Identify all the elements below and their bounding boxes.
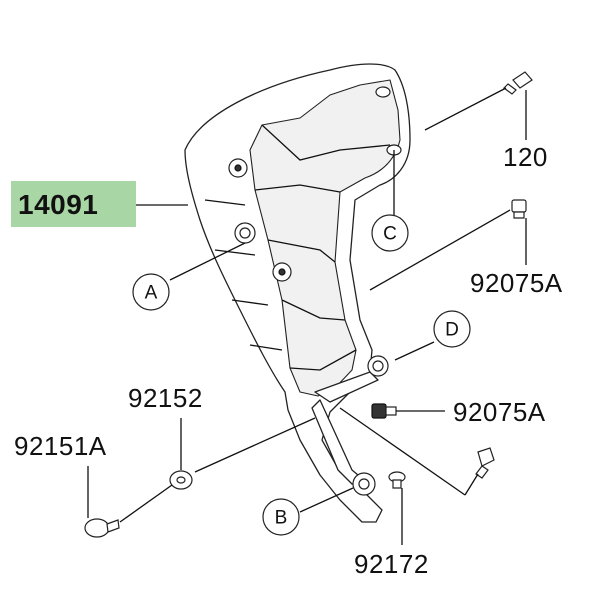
part-label-120: 120 (503, 142, 548, 172)
main-part-number: 14091 (18, 189, 98, 220)
screw-92172-icon (388, 471, 406, 489)
grommet-b (352, 472, 376, 496)
callout-c: C (371, 214, 409, 252)
callout-d-letter: D (445, 320, 459, 341)
bolt-92075a-top-icon (511, 199, 527, 219)
part-label-92172: 92172 (354, 549, 429, 579)
bolt-120-icon (503, 71, 533, 95)
grommet-d (367, 355, 389, 377)
main-cover-part (184, 63, 411, 523)
callout-a-letter: A (145, 283, 158, 304)
washer-92152-icon (169, 470, 193, 490)
part-label-92075a-top: 92075A (470, 268, 563, 298)
callout-a: A (132, 273, 170, 311)
screw-92151a-icon (84, 518, 120, 538)
callout-c-letter: C (383, 224, 397, 245)
callout-d: D (433, 310, 471, 348)
grommet-a (234, 222, 256, 244)
callout-b-letter: B (275, 508, 288, 529)
leader-lines (87, 87, 527, 545)
main-part-highlight (11, 181, 136, 227)
part-label-92152: 92152 (128, 383, 203, 413)
callout-b: B (262, 498, 300, 536)
clip-icon (475, 447, 495, 479)
part-label-92075a-mid: 92075A (453, 397, 546, 427)
bolt-92075a-mid-icon (371, 403, 397, 419)
part-label-92151a: 92151A (14, 431, 107, 461)
